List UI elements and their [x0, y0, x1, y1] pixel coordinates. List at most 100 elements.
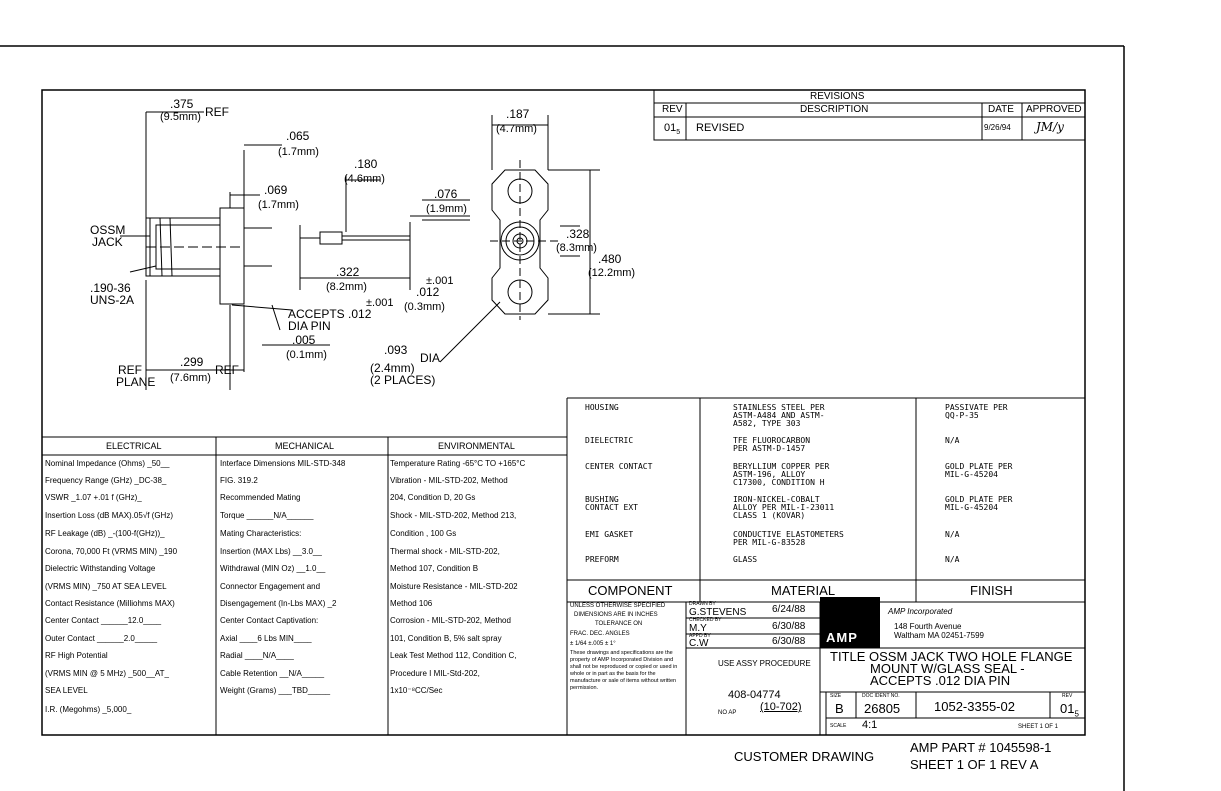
dim-093-dia: DIA — [420, 351, 441, 365]
dim-322-mm: (8.2mm) — [326, 281, 367, 293]
thread-label: .190-36 — [90, 281, 131, 295]
dimension-lines — [120, 111, 548, 390]
electrical-line: I.R. (Megohms) _5,000_ — [45, 705, 132, 714]
material-finish: N/A — [945, 436, 960, 445]
company-address-1: 148 Fourth Avenue — [894, 622, 962, 631]
dim-076: .076 — [434, 187, 458, 201]
material-material: TFE FLUOROCARBON PER ASTM-D-1457 — [733, 436, 811, 453]
pin-detail — [299, 175, 470, 290]
material-material: BERYLLIUM COPPER PER ASTM-196, ALLOY C17… — [733, 462, 830, 487]
drawn-by-label: DRAWN BY — [689, 601, 716, 607]
company-name: AMP Incorporated — [888, 607, 953, 616]
dim-480: .480 — [598, 252, 622, 266]
material-component: HOUSING — [585, 403, 619, 412]
mechanical-line: Cable Retention __N/A_____ — [220, 669, 325, 678]
dim-076-mm: (1.9mm) — [426, 203, 467, 215]
dim-187-mm: (4.7mm) — [496, 123, 537, 135]
company-address-2: Waltham MA 02451-7599 — [894, 631, 984, 640]
environmental-line: Thermal shock - MIL-STD-202, — [390, 547, 500, 556]
checked-by-date: 6/30/88 — [772, 621, 806, 632]
approved-by-date: 6/30/88 — [772, 636, 806, 647]
dim-322: .322 — [336, 265, 360, 279]
dim-005-mm: (0.1mm) — [286, 349, 327, 361]
ref-plane-label-1: REF — [118, 363, 142, 377]
material-finish: GOLD PLATE PER MIL-G-45204 — [945, 495, 1013, 512]
mechanical-line: Torque ______N/A______ — [220, 511, 314, 520]
environmental-line: Leak Test Method 112, Condition C, — [390, 651, 517, 660]
environmental-line: Procedure I MIL-Std-202, — [390, 669, 480, 678]
electrical-line: Nominal Impedance (Ohms) _50__ — [45, 459, 170, 468]
mechanical-header: MECHANICAL — [275, 441, 335, 451]
jack-label: JACK — [92, 235, 123, 249]
environmental-line: Temperature Rating -65°C TO +165°C — [390, 459, 526, 468]
dim-328-mm: (8.3mm) — [556, 242, 597, 254]
environmental-line: Method 106 — [390, 599, 433, 608]
approved-header: APPROVED — [1026, 104, 1082, 115]
dim-093-mm: (2.4mm) — [370, 361, 415, 375]
material-table-lines — [567, 397, 1085, 603]
amp-logo-block — [820, 597, 880, 648]
tolerance-line: TOLERANCE ON — [595, 621, 643, 627]
mechanical-line: Connector Engagement and — [220, 582, 321, 591]
dim-375-ref: REF — [205, 105, 229, 119]
dim-093-places: (2 PLACES) — [370, 373, 436, 387]
material-material: STAINLESS STEEL PER ASTM-A484 AND ASTM- … — [733, 403, 825, 428]
mechanical-line: Interface Dimensions MIL-STD-348 — [220, 459, 346, 468]
doc-ident-value: 26805 — [864, 701, 901, 716]
no-ap-label: NO AP — [718, 710, 737, 716]
dim-005: .005 — [292, 333, 316, 347]
environmental-header: ENVIRONMENTAL — [438, 441, 515, 451]
dim-180-mm: (4.6mm) — [344, 173, 385, 185]
dim-012-tol: ±.001 — [426, 275, 454, 287]
material-header: MATERIAL — [771, 583, 836, 598]
mechanical-line: Disengagement (In-Lbs MAX) _2 — [220, 599, 337, 608]
footer-sheet: SHEET 1 OF 1 REV A — [910, 757, 1039, 772]
tolerance-line: DIMENSIONS ARE IN INCHES — [574, 612, 658, 618]
mechanical-line: Radial ____N/A____ — [220, 651, 294, 660]
no-ap-value: (10-702) — [760, 701, 802, 713]
material-component: DIELECTRIC — [585, 436, 634, 445]
electrical-header: ELECTRICAL — [106, 441, 162, 451]
dim-012: .012 — [416, 285, 440, 299]
title-line-3: ACCEPTS .012 DIA PIN — [870, 673, 1011, 688]
proprietary-notice: These drawings and specifications are th… — [570, 650, 678, 691]
electrical-line: (VRMS MIN @ 5 MHz) _500__AT_ — [45, 669, 170, 678]
component-header: COMPONENT — [588, 583, 673, 598]
approved-by-label: APPD BY — [689, 633, 711, 639]
environmental-line: 1x10⁻⁸CC/Sec — [390, 686, 443, 695]
drawing-border — [41, 89, 1086, 736]
material-component: EMI GASKET — [585, 530, 634, 539]
dim-069: .069 — [264, 183, 288, 197]
dim-065-mm: (1.7mm) — [278, 146, 319, 158]
dim-375: .375 — [170, 97, 194, 111]
accepts-line2: DIA PIN — [288, 319, 331, 333]
material-component: CENTER CONTACT — [585, 462, 653, 471]
mechanical-line: Insertion (MAX Lbs) __3.0__ — [220, 547, 322, 556]
checked-by-label: CHECKED BY — [689, 617, 722, 623]
dim-328: .328 — [566, 227, 590, 241]
customer-drawing-label: CUSTOMER DRAWING — [734, 749, 875, 764]
size-label: SIZE — [830, 693, 842, 699]
material-material: CONDUCTIVE ELASTOMETERS PER MIL-G-83528 — [733, 530, 844, 547]
material-finish: N/A — [945, 555, 960, 564]
mechanical-line: Mating Characteristics: — [220, 529, 302, 538]
dim-480-mm: (12.2mm) — [588, 267, 636, 279]
procedure-number: 408-04774 — [728, 689, 781, 701]
material-component: BUSHING CONTACT EXT — [585, 495, 638, 512]
title-line-2: MOUNT W/GLASS SEAL - — [870, 661, 1025, 676]
electrical-line: VSWR _1.07 +.01 f (GHz)_ — [45, 493, 142, 502]
dim-375-mm: (9.5mm) — [160, 111, 201, 123]
dim-187: .187 — [506, 107, 530, 121]
tolerance-line: FRAC. DEC. ANGLES — [570, 631, 630, 637]
mechanical-line: Recommended Mating — [220, 493, 301, 502]
title-sheet: SHEET 1 OF 1 — [1018, 724, 1058, 730]
dim-299: .299 — [180, 355, 204, 369]
revision-description: REVISED — [696, 122, 745, 134]
size-value: B — [835, 701, 844, 716]
use-assy-procedure: USE ASSY PROCEDURE — [718, 659, 811, 668]
side-view-connector — [145, 150, 272, 305]
finish-header: FINISH — [970, 583, 1013, 598]
material-finish: N/A — [945, 530, 960, 539]
material-material: IRON-NICKEL-COBALT ALLOY PER MIL-I-23011… — [733, 495, 835, 520]
material-material: GLASS — [733, 555, 758, 564]
